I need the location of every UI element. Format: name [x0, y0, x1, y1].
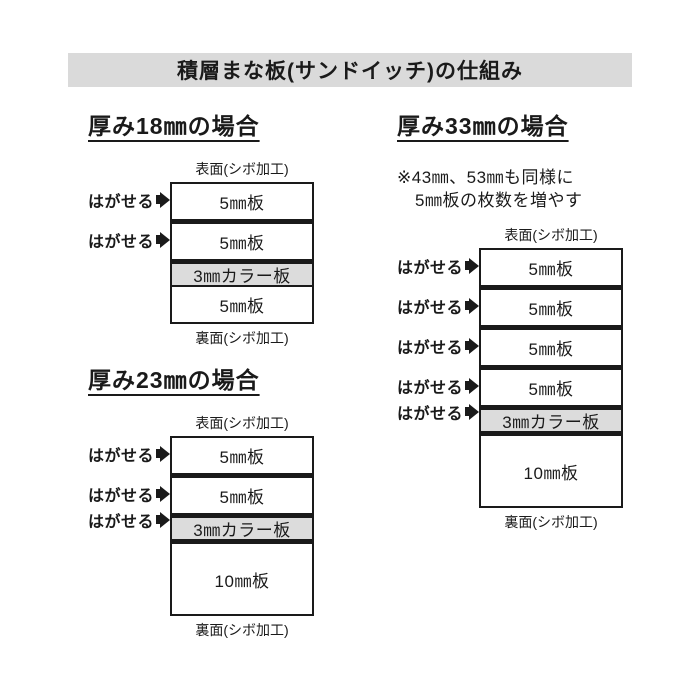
bond-divider [172, 285, 312, 287]
arrow-stem [465, 301, 469, 310]
peel-text: はがせる [87, 487, 154, 505]
right-arrow-icon [156, 485, 170, 502]
layer-board: 10㎜板 [172, 544, 312, 614]
peel-divider [172, 259, 312, 264]
layer-board: 5㎜板 [172, 224, 312, 259]
peel-text: はがせる [87, 513, 154, 531]
arrow-stem [156, 449, 160, 458]
back-surface-label: 裏面(シボ加工) [195, 622, 289, 638]
peel-text: はがせる [396, 299, 463, 317]
right-arrow-icon [465, 337, 479, 354]
layer-board: 5㎜板 [481, 370, 621, 405]
peel-divider [481, 405, 621, 410]
peel-divider [172, 513, 312, 518]
peel-label: はがせる [86, 442, 170, 466]
arrow-stem [156, 489, 160, 498]
arrow-stem [465, 341, 469, 350]
peel-text: はがせる [396, 405, 463, 423]
right-arrow-icon [465, 377, 479, 394]
peel-divider [172, 473, 312, 478]
diagram-23mm: 厚み23㎜の場合表面(シボ加工) 5㎜板 5㎜板 3㎜カラー板 10㎜板裏面(シボ加工)… [88, 366, 338, 639]
peel-text: はがせる [396, 339, 463, 357]
arrow-stem [156, 515, 160, 524]
arrow-head [160, 511, 170, 528]
peel-text: はがせる [396, 379, 463, 397]
layer-board: 5㎜板 [481, 290, 621, 325]
diagram-33mm: 厚み33㎜の場合 ※43㎜、53㎜も同様に 5㎜板の枚数を増やす表面(シボ加工) 5㎜… [397, 112, 647, 531]
arrow-stem [465, 381, 469, 390]
arrow-stem [156, 235, 160, 244]
peel-divider [481, 365, 621, 370]
layer-stack: 5㎜板 5㎜板 3㎜カラー板 10㎜板 [170, 436, 314, 616]
arrow-head [160, 231, 170, 248]
arrow-head [160, 445, 170, 462]
layer-color-board: 3㎜カラー板 [481, 410, 621, 432]
layer-board: 5㎜板 [172, 478, 312, 513]
peel-label: はがせる [86, 508, 170, 532]
layer-stack: 5㎜板 5㎜板 5㎜板 5㎜板 3㎜カラー板 10㎜板 [479, 248, 623, 508]
right-arrow-icon [465, 257, 479, 274]
peel-label: はがせる [86, 482, 170, 506]
back-surface-label: 裏面(シボ加工) [504, 514, 598, 530]
arrow-head [469, 257, 479, 274]
title-bar: 積層まな板(サンドイッチ)の仕組み [68, 53, 632, 87]
right-arrow-icon [465, 297, 479, 314]
right-arrow-icon [465, 403, 479, 420]
peel-text: はがせる [87, 447, 154, 465]
front-surface-label: 表面(シボ加工) [195, 161, 289, 177]
arrow-stem [156, 195, 160, 204]
peel-divider [172, 219, 312, 224]
layer-board: 5㎜板 [172, 287, 312, 322]
peel-label: はがせる [395, 400, 479, 424]
peel-label: はがせる [395, 374, 479, 398]
peel-label: はがせる [395, 294, 479, 318]
arrow-head [469, 403, 479, 420]
layer-color-board: 3㎜カラー板 [172, 264, 312, 286]
right-arrow-icon [156, 511, 170, 528]
section-heading: 厚み18㎜の場合 [88, 113, 260, 139]
layer-stack-wrap: 表面(シボ加工) 5㎜板 5㎜板 5㎜板 5㎜板 3㎜カラー板 10㎜板裏面(シボ加工) はが… [397, 226, 647, 531]
arrow-head [469, 377, 479, 394]
arrow-head [160, 485, 170, 502]
peel-text: はがせる [87, 233, 154, 251]
section-heading: 厚み33㎜の場合 [397, 113, 569, 139]
right-arrow-icon [156, 191, 170, 208]
layer-board: 5㎜板 [481, 250, 621, 285]
peel-text: はがせる [396, 259, 463, 277]
peel-divider [172, 539, 312, 544]
right-arrow-icon [156, 231, 170, 248]
peel-label: はがせる [395, 334, 479, 358]
note-line: 5㎜板の枚数を増やす [415, 191, 583, 210]
note: ※43㎜、53㎜も同様に 5㎜板の枚数を増やす [397, 166, 647, 212]
arrow-head [469, 337, 479, 354]
right-arrow-icon [156, 445, 170, 462]
arrow-stem [465, 261, 469, 270]
peel-label: はがせる [86, 188, 170, 212]
peel-divider [481, 285, 621, 290]
arrow-stem [465, 407, 469, 416]
arrow-head [160, 191, 170, 208]
layer-color-board: 3㎜カラー板 [172, 518, 312, 540]
layer-board: 5㎜板 [172, 438, 312, 473]
back-surface-label: 裏面(シボ加工) [195, 330, 289, 346]
peel-label: はがせる [86, 228, 170, 252]
layer-board: 5㎜板 [481, 330, 621, 365]
note-line: ※43㎜、53㎜も同様に [397, 168, 575, 187]
section-heading: 厚み23㎜の場合 [88, 367, 260, 393]
peel-divider [481, 325, 621, 330]
front-surface-label: 表面(シボ加工) [504, 227, 598, 243]
page-title: 積層まな板(サンドイッチ)の仕組み [177, 60, 523, 83]
arrow-head [469, 297, 479, 314]
peel-divider [481, 431, 621, 436]
peel-label: はがせる [395, 254, 479, 278]
layer-board: 10㎜板 [481, 436, 621, 506]
peel-text: はがせる [87, 193, 154, 211]
layer-board: 5㎜板 [172, 184, 312, 219]
front-surface-label: 表面(シボ加工) [195, 415, 289, 431]
